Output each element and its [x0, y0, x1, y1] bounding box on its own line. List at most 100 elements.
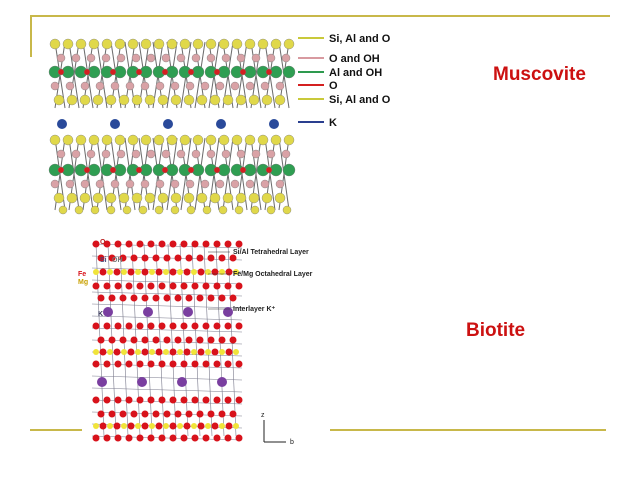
- o-atom: [103, 282, 111, 290]
- side-label-k: K: [98, 311, 103, 318]
- muscovite-label: Muscovite: [493, 64, 586, 85]
- fe-mg-atom: [93, 423, 99, 429]
- o-oh-atom: [275, 81, 285, 91]
- si-al-o-atom: [183, 94, 195, 106]
- o-atom: [114, 396, 122, 404]
- fe-mg-atom: [107, 423, 113, 429]
- o-oh-atom: [125, 179, 135, 189]
- al-oh-atom: [282, 65, 296, 79]
- si-al-o-atom: [127, 38, 139, 50]
- bond: [91, 279, 243, 285]
- o-oh-atom: [170, 179, 180, 189]
- si-al-o-atom: [62, 134, 74, 146]
- o-atom: [225, 268, 233, 276]
- o-oh-atom: [110, 81, 120, 91]
- o-oh-atom: [80, 179, 90, 189]
- callout-label: Si/Al Tetrahedral Layer: [233, 249, 309, 256]
- o-atom: [169, 282, 177, 290]
- si-al-o-atom: [75, 38, 87, 50]
- o-oh-atom: [155, 179, 165, 189]
- o-oh-atom: [275, 179, 285, 189]
- o-oh-atom: [71, 149, 81, 159]
- o-atom: [108, 410, 116, 418]
- o-atom: [229, 410, 237, 418]
- o-atom: [147, 240, 155, 248]
- si-al-o-atom: [274, 192, 286, 204]
- o-atom: [191, 434, 199, 442]
- o-atom: [158, 282, 166, 290]
- si-al-o-atom: [153, 134, 165, 146]
- o-atom: [207, 410, 215, 418]
- o-atom: [207, 254, 215, 262]
- si-al-o-atom: [170, 94, 182, 106]
- k-atom: [216, 119, 226, 129]
- o-oh-atom: [245, 81, 255, 91]
- si-al-o-atom: [118, 192, 130, 204]
- o-oh-atom: [116, 149, 126, 159]
- o-atom: [196, 294, 204, 302]
- o-atom: [224, 240, 232, 248]
- si-al-o-atom: [118, 94, 130, 106]
- bond: [91, 291, 243, 297]
- side-label-o: O: [100, 239, 106, 246]
- muscovite-structure-figure: [48, 38, 296, 215]
- bond: [167, 243, 177, 437]
- o-oh-atom: [176, 53, 186, 63]
- fe-mg-atom: [177, 269, 183, 275]
- k-atom: [163, 119, 173, 129]
- si-al-o-atom: [218, 205, 228, 215]
- fe-mg-atom: [107, 269, 113, 275]
- si-al-o-atom: [53, 94, 65, 106]
- o-atom: [229, 336, 237, 344]
- fe-mg-atom: [219, 269, 225, 275]
- o-atom: [224, 360, 232, 368]
- o-atom: [180, 240, 188, 248]
- fe-mg-atom: [177, 349, 183, 355]
- o-atom: [169, 348, 177, 356]
- k-atom: [97, 377, 107, 387]
- o-atom: [163, 410, 171, 418]
- si-al-o-atom: [257, 134, 269, 146]
- si-al-o-atom: [179, 134, 191, 146]
- o-oh-atom: [101, 53, 111, 63]
- o-atom: [152, 410, 160, 418]
- si-al-o-atom: [244, 134, 256, 146]
- o-atom: [119, 410, 127, 418]
- fe-mg-atom: [93, 269, 99, 275]
- o-atom: [147, 434, 155, 442]
- o-atom: [202, 240, 210, 248]
- o-atom: [113, 422, 121, 430]
- si-al-o-atom: [235, 94, 247, 106]
- o-atom: [127, 348, 135, 356]
- si-al-o-atom: [261, 192, 273, 204]
- o-oh-atom: [131, 53, 141, 63]
- o-atom: [213, 322, 221, 330]
- bond: [91, 303, 243, 309]
- o-atom: [207, 294, 215, 302]
- o-atom: [136, 396, 144, 404]
- o-atom: [158, 322, 166, 330]
- o-atom: [99, 422, 107, 430]
- o-atom: [147, 360, 155, 368]
- o-atom: [130, 410, 138, 418]
- o-atom: [92, 282, 100, 290]
- si-al-o-atom: [166, 134, 178, 146]
- o-atom: [265, 166, 273, 174]
- o-atom: [109, 68, 117, 76]
- o-oh-atom: [161, 149, 171, 159]
- si-al-o-atom: [270, 38, 282, 50]
- o-atom: [197, 422, 205, 430]
- o-atom: [218, 336, 226, 344]
- o-oh-atom: [221, 149, 231, 159]
- o-atom: [103, 240, 111, 248]
- o-atom: [211, 422, 219, 430]
- o-atom: [125, 240, 133, 248]
- o-atom: [57, 68, 65, 76]
- si-al-o-atom: [234, 205, 244, 215]
- o-atom: [187, 68, 195, 76]
- o-atom: [196, 410, 204, 418]
- o-atom: [125, 360, 133, 368]
- si-al-o-atom: [92, 192, 104, 204]
- bond: [155, 243, 165, 437]
